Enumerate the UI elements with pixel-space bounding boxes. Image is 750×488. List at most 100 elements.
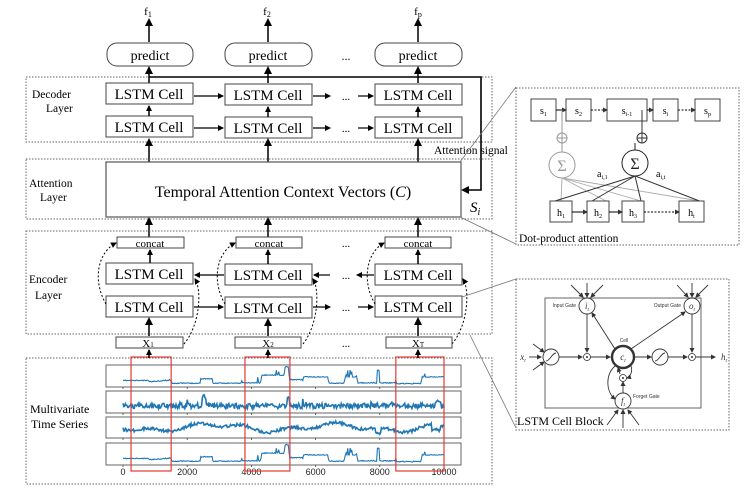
lstm-arrow — [591, 312, 616, 350]
svg-text:XT: XT — [412, 338, 425, 350]
x-tick-label: 2000 — [177, 467, 197, 477]
encoder-ellipsis-backward: ... — [342, 270, 351, 282]
output-mult-dot — [691, 356, 693, 358]
concat-box-2: concat — [235, 236, 303, 250]
timeseries-label-2: Time Series — [31, 417, 89, 431]
attention-layer-label-2: Layer — [40, 192, 67, 204]
x-tick-label: 10000 — [431, 467, 456, 477]
svg-text:Temporal Attention Context Vec: Temporal Attention Context Vectors (C) — [155, 184, 411, 201]
lstm-arrow — [616, 367, 622, 375]
attention-line-gray — [561, 177, 700, 202]
series-line-4 — [122, 444, 445, 463]
svg-text:LSTM Cell: LSTM Cell — [115, 267, 184, 283]
h-output-label: ht — [721, 352, 728, 364]
input-box-2: X2 — [234, 336, 302, 350]
state-label: si-1 — [622, 106, 633, 118]
lstm-arrow — [630, 311, 686, 350]
timeseries-panel — [105, 364, 462, 388]
cell-recurrent-arrow — [626, 365, 633, 380]
encoder-layer-label-2: Layer — [35, 290, 62, 302]
output-squash-curve — [654, 352, 666, 362]
output-gate-incoming — [676, 284, 689, 298]
state-label: sp — [704, 106, 711, 118]
output-label-2: f2 — [263, 6, 271, 19]
input-box-t: XT — [385, 336, 453, 350]
encoder-cell-forward-2: LSTM Cell — [224, 296, 313, 319]
dot-attention-frame — [515, 87, 740, 246]
svg-text:LSTM Cell: LSTM Cell — [384, 300, 453, 316]
input-gate-label: Input Gate — [553, 303, 577, 309]
output-labels: f1 f2 fp — [144, 6, 422, 19]
attention-weight-label: ai,t — [656, 169, 666, 181]
predict-box-1: predict — [106, 42, 194, 67]
timeseries-panel — [105, 390, 462, 414]
decoder-cell-top-2: LSTM Cell — [224, 83, 313, 106]
attention-line-dark — [591, 175, 636, 202]
decoder-layer-label-1: Decoder — [32, 89, 71, 101]
predict-box-2: predict — [224, 42, 313, 67]
attention-line-dark — [634, 175, 700, 202]
svg-text:LSTM Cell: LSTM Cell — [115, 87, 184, 103]
output-label-1: f1 — [144, 6, 152, 19]
timeseries-frame — [25, 357, 493, 485]
sum-symbol: Σ — [557, 158, 566, 175]
cell-symbol: ct — [620, 352, 626, 364]
output-gate-incoming — [695, 284, 709, 298]
svg-text:LSTM Cell: LSTM Cell — [115, 120, 184, 136]
lstm-arrow — [532, 361, 545, 371]
attention-line-dark — [554, 175, 636, 202]
forget-gate-incoming — [606, 409, 619, 426]
state-label: s2 — [575, 106, 582, 118]
decoder-cell-bottom-2: LSTM Cell — [224, 116, 313, 139]
input-window-3 — [395, 356, 445, 472]
svg-text:X1: X1 — [142, 338, 154, 350]
attention-line-dark — [634, 175, 642, 202]
input-gate-incoming — [570, 284, 584, 298]
lstm-block-frame — [515, 278, 730, 431]
encoder-ellipsis-forward: ... — [342, 302, 351, 314]
svg-text:LSTM Cell: LSTM Cell — [384, 88, 453, 104]
decoder-layer-label-2: Layer — [46, 103, 73, 115]
input-mult-dot — [586, 356, 588, 358]
svg-text:X2: X2 — [262, 338, 274, 350]
encoder-cell-forward-t: LSTM Cell — [374, 295, 463, 318]
encoder-cell-backward-1: LSTM Cell — [105, 262, 194, 285]
decoder-ellipsis-bottom: ... — [342, 123, 351, 135]
decoder-ellipsis-top: ... — [342, 91, 351, 103]
series-line-3 — [122, 418, 445, 436]
cell-label: Cell — [620, 338, 629, 344]
output-gate-symbol: ot — [689, 301, 696, 313]
context-vector-box: Temporal Attention Context Vectors (C) — [105, 161, 462, 218]
forget-gate-symbol: ft — [621, 396, 626, 408]
timeseries-label-1: Multivariate — [30, 402, 89, 416]
encoder-layer-label-1: Encoder — [29, 274, 67, 286]
encoder-cell-forward-1: LSTM Cell — [105, 295, 194, 318]
concat-ellipsis: ... — [342, 238, 351, 250]
state-label: si — [663, 106, 669, 118]
forget-gate-incoming — [627, 409, 640, 426]
svg-text:LSTM Cell: LSTM Cell — [115, 300, 184, 316]
hidden-label: h3 — [629, 208, 637, 220]
svg-text:LSTM Cell: LSTM Cell — [234, 268, 303, 284]
attention-weight-label: ai,1 — [597, 169, 608, 181]
decoder-cell-top-1: LSTM Cell — [105, 82, 194, 105]
svg-text:LSTM Cell: LSTM Cell — [234, 88, 303, 104]
cell-to-forget-arrow — [607, 365, 616, 400]
input-box-1: X1 — [115, 336, 184, 350]
decoder-cell-bottom-1: LSTM Cell — [105, 115, 194, 138]
output-label-p: fp — [414, 6, 422, 19]
concat-box-1: concat — [116, 236, 185, 250]
decoder-cell-bottom-p: LSTM Cell — [374, 116, 463, 139]
x-tick-label: 4000 — [241, 467, 261, 477]
forget-mult-dot — [622, 377, 624, 379]
lstm-arrow — [532, 343, 545, 353]
timeseries-panel — [105, 442, 462, 466]
svg-text:predict: predict — [131, 49, 170, 64]
x-input-label: xt — [519, 352, 526, 364]
encoder-cell-backward-t: LSTM Cell — [374, 263, 463, 286]
input-ellipsis: ... — [342, 338, 351, 350]
x-tick-label: 8000 — [370, 467, 390, 477]
